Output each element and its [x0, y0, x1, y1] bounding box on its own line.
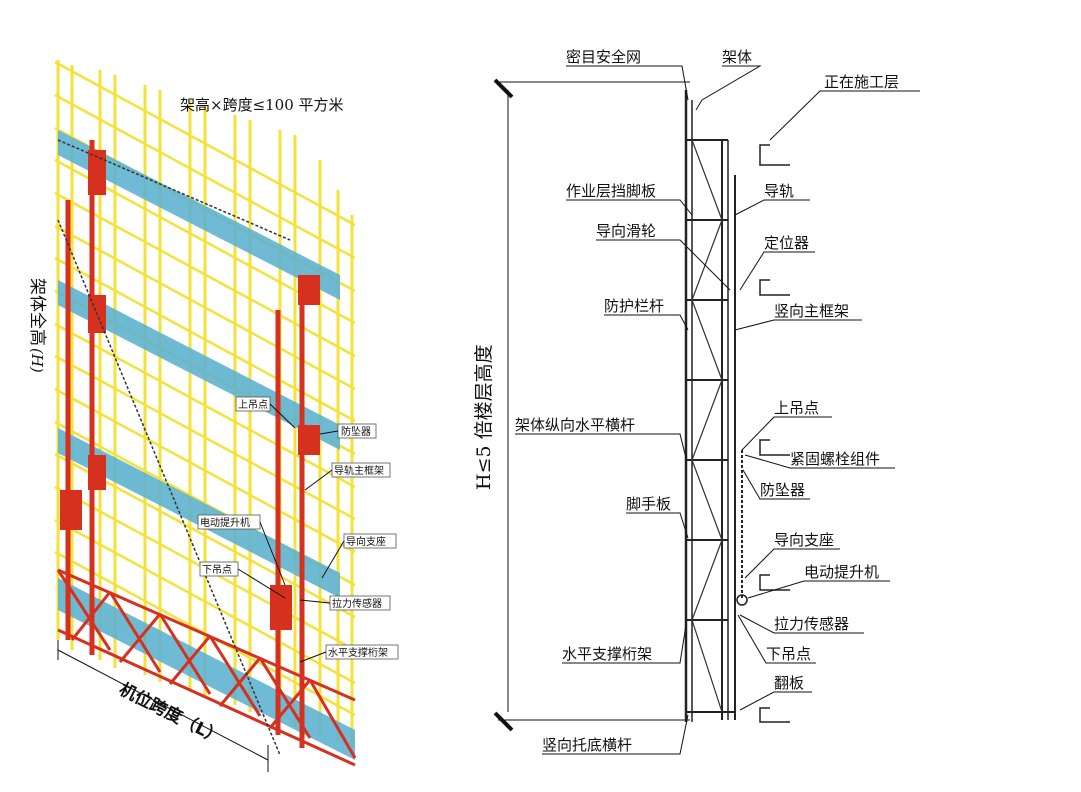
- label-tension-sensor: 拉力传感器: [774, 615, 849, 633]
- frame-diagonals: [691, 139, 723, 713]
- label-safety-net: 密目安全网: [566, 48, 641, 66]
- span-dimension: [57, 640, 269, 772]
- label-frame-body: 架体: [722, 48, 752, 66]
- area-limit-caption: 架高×跨度≤100 平方米: [180, 96, 344, 114]
- frame-horizontals: [686, 139, 735, 713]
- callout-upper-lift-point: 上吊点: [238, 399, 268, 411]
- label-longitudinal-bar: 架体纵向水平横杆: [515, 416, 635, 434]
- label-flap-board: 翻板: [774, 674, 804, 692]
- label-guide-rail: 导轨: [764, 182, 794, 200]
- left-callouts: 上吊点 防坠器 导轨主框架 电动提升机 导向支座 下吊点 拉力传感器 水平支撑桁…: [197, 396, 399, 663]
- height-dimension: [493, 78, 690, 732]
- label-anti-fall: 防坠器: [760, 481, 805, 499]
- guide-main-frames: [65, 140, 305, 748]
- label-horizontal-truss: 水平支撑桁架: [562, 645, 652, 663]
- hoist-chains: [57, 139, 291, 756]
- label-bottom-bar: 竖向托底横杆: [542, 736, 632, 754]
- label-lower-lift-point: 下吊点: [766, 645, 811, 663]
- label-guard-rail: 防护栏杆: [604, 297, 664, 315]
- label-guide-support: 导向支座: [774, 531, 834, 549]
- callout-anti-fall: 防坠器: [341, 425, 371, 438]
- height-limit-label: H≤5 倍楼层高度: [473, 344, 495, 490]
- label-guide-pulley: 导向滑轮: [596, 222, 656, 240]
- section-drawing: H≤5 倍楼层高度: [473, 78, 790, 732]
- label-scaffold-board: 脚手板: [626, 495, 671, 513]
- scaffold-illustration: [54, 60, 357, 767]
- callout-guide-support: 导向支座: [346, 535, 386, 548]
- callout-tension-sensor: 拉力传感器: [332, 597, 382, 610]
- frame-verticals: [684, 90, 736, 722]
- electric-hoist-icon: [736, 594, 748, 606]
- label-toe-board: 作业层挡脚板: [566, 182, 656, 200]
- callout-horizontal-truss: 水平支撑桁架: [328, 646, 388, 659]
- horizontal-support-truss: [56, 568, 357, 767]
- callout-electric-hoist: 电动提升机: [200, 516, 250, 529]
- section-labels: 密目安全网 架体 正在施工层 作业层挡脚板 导轨 导向滑轮 定位器 防护栏杆 竖…: [515, 48, 920, 755]
- label-vertical-main-frame: 竖向主框架: [774, 302, 849, 320]
- label-electric-hoist: 电动提升机: [804, 563, 879, 581]
- machine-span-label: 机位跨度（L）: [116, 679, 226, 749]
- label-locator: 定位器: [764, 234, 809, 252]
- label-bolt-assembly: 紧固螺栓组件: [790, 450, 880, 468]
- callout-lower-lift-point: 下吊点: [202, 564, 232, 576]
- label-upper-lift-point: 上吊点: [774, 399, 819, 417]
- label-working-floor: 正在施工层: [824, 73, 899, 91]
- callout-guide-main-frame: 导轨主框架: [334, 464, 384, 477]
- frame-height-symbol: (H): [28, 348, 46, 373]
- floor-slabs: [759, 144, 790, 723]
- frame-total-height-label: 架体全高: [27, 278, 47, 346]
